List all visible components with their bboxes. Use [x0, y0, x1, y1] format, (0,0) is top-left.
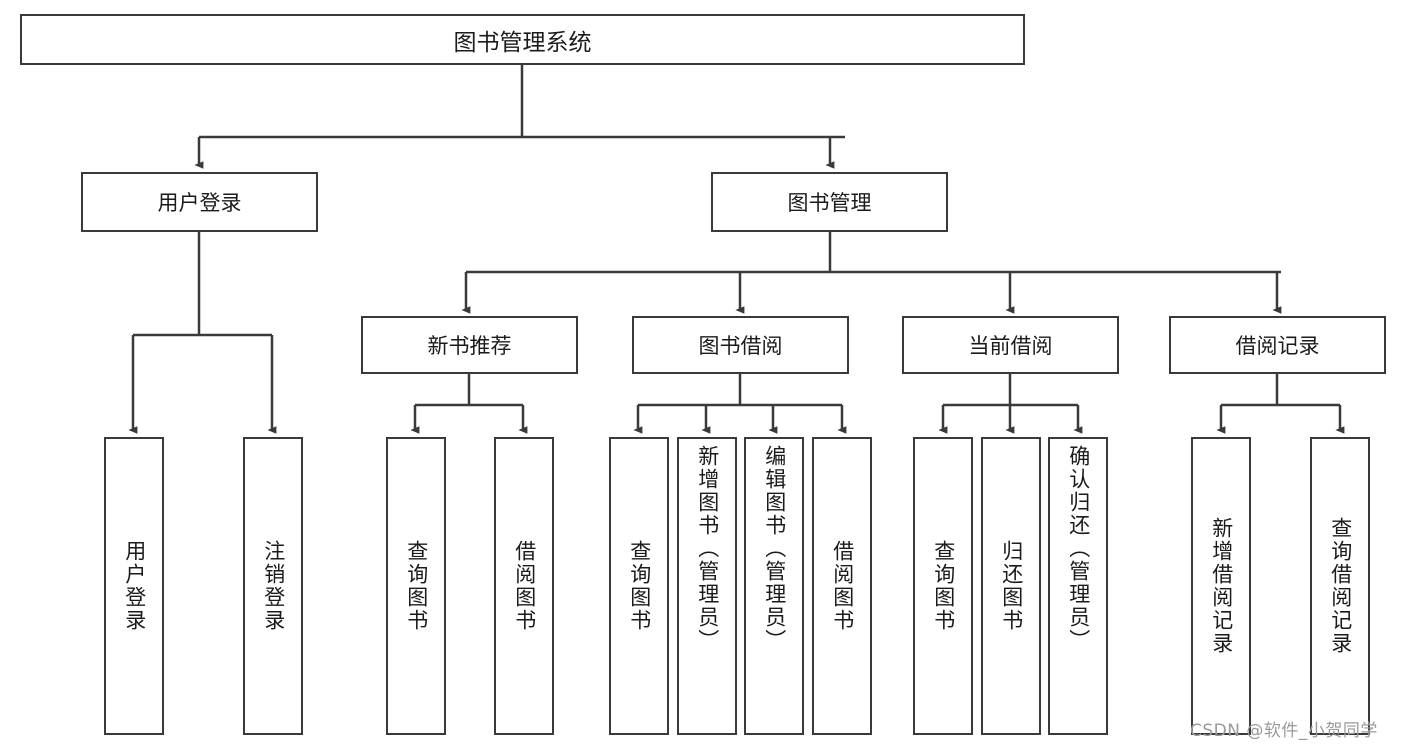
leaf-user-login-label: 用户登录: [122, 540, 147, 632]
node-new-book-recommend-label: 新书推荐: [427, 334, 512, 358]
node-root[interactable]: 图书管理系统: [20, 14, 1025, 65]
leaf-query-book-3-label: 查询图书: [931, 540, 956, 632]
leaf-return-book[interactable]: 归还图书: [981, 437, 1041, 735]
leaf-query-book-2[interactable]: 查询图书: [609, 437, 669, 735]
leaf-query-book-1[interactable]: 查询图书: [386, 437, 446, 735]
leaf-borrow-book-1-label: 借阅图书: [512, 540, 537, 632]
leaf-edit-book-admin-label: 编辑图书（管理员）: [762, 445, 787, 652]
node-book-borrow[interactable]: 图书借阅: [632, 316, 849, 374]
watermark-text: CSDN @软件_小贺同学: [1190, 721, 1378, 741]
leaf-user-login[interactable]: 用户登录: [104, 437, 164, 735]
node-root-label: 图书管理系统: [453, 29, 592, 56]
leaf-query-book-1-label: 查询图书: [404, 540, 429, 632]
leaf-query-borrow-record[interactable]: 查询借阅记录: [1310, 437, 1370, 735]
leaf-borrow-book-2[interactable]: 借阅图书: [812, 437, 872, 735]
leaf-edit-book-admin[interactable]: 编辑图书（管理员）: [744, 437, 804, 735]
leaf-add-book-admin-label: 新增图书（管理员）: [695, 445, 720, 652]
leaf-logout-login-label: 注销登录: [261, 540, 286, 632]
leaf-return-book-label: 归还图书: [999, 540, 1024, 632]
leaf-add-borrow-record-label: 新增借阅记录: [1209, 517, 1234, 655]
leaf-confirm-return-admin-label: 确认归还（管理员）: [1066, 445, 1091, 652]
node-borrow-record-label: 借阅记录: [1235, 334, 1320, 358]
node-current-borrow-label: 当前借阅: [968, 334, 1053, 358]
node-new-book-recommend[interactable]: 新书推荐: [361, 316, 578, 374]
leaf-confirm-return-admin[interactable]: 确认归还（管理员）: [1048, 437, 1108, 735]
node-book-borrow-label: 图书借阅: [698, 334, 783, 358]
leaf-add-borrow-record[interactable]: 新增借阅记录: [1191, 437, 1251, 735]
node-user-login-label: 用户登录: [157, 191, 242, 215]
leaf-query-book-3[interactable]: 查询图书: [913, 437, 973, 735]
leaf-logout-login[interactable]: 注销登录: [243, 437, 303, 735]
node-current-borrow[interactable]: 当前借阅: [902, 316, 1119, 374]
node-user-login[interactable]: 用户登录: [81, 172, 318, 232]
leaf-query-book-2-label: 查询图书: [627, 540, 652, 632]
leaf-query-borrow-record-label: 查询借阅记录: [1328, 517, 1353, 655]
leaf-borrow-book-1[interactable]: 借阅图书: [494, 437, 554, 735]
node-book-manage-label: 图书管理: [787, 191, 872, 215]
node-book-manage[interactable]: 图书管理: [711, 172, 948, 232]
leaf-borrow-book-2-label: 借阅图书: [830, 540, 855, 632]
node-borrow-record[interactable]: 借阅记录: [1169, 316, 1386, 374]
leaf-add-book-admin[interactable]: 新增图书（管理员）: [677, 437, 737, 735]
